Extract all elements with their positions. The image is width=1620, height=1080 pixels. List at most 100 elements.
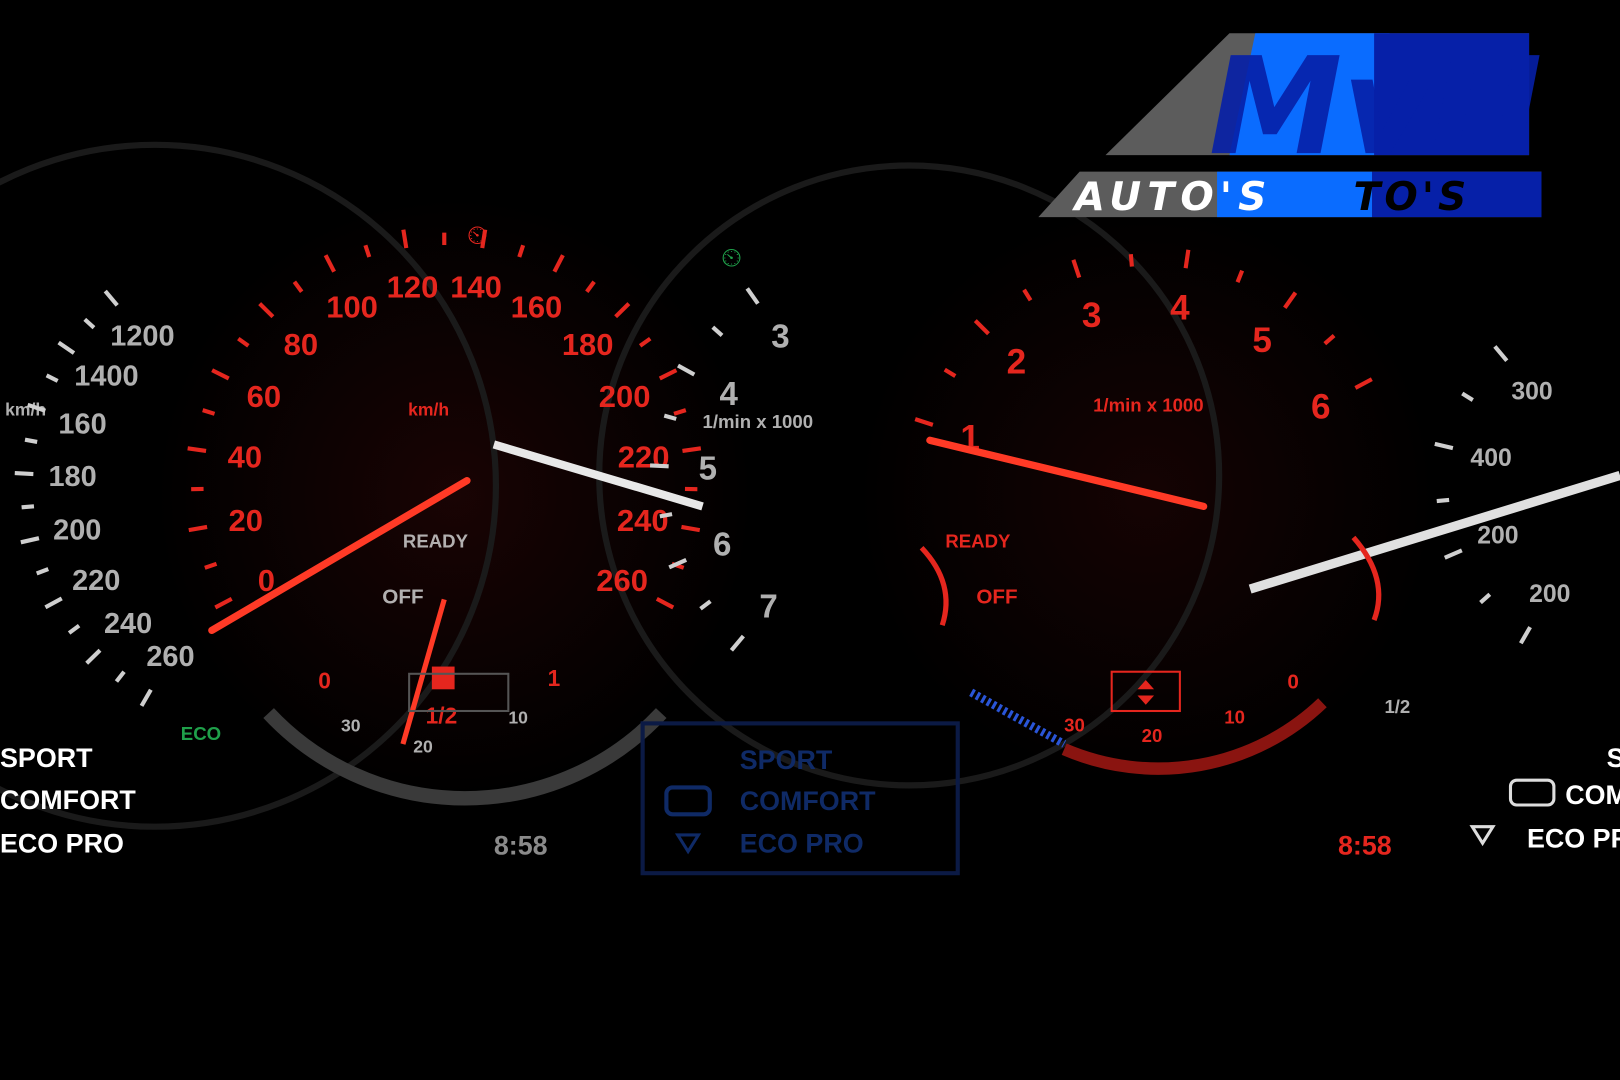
ghost-speedometer-tick — [114, 670, 126, 683]
mode-comfort-right: COMFORT — [1565, 780, 1620, 810]
ghost-right-tick — [1443, 548, 1463, 560]
ghost-speedometer-tick — [83, 317, 96, 330]
ghost-tachometer-label: 7 — [759, 589, 777, 626]
mvh-autos-logo: MvH AUTO'S TO'S — [1038, 28, 1542, 220]
tachometer-tick — [1323, 333, 1336, 346]
blue-range-arc — [969, 688, 1067, 748]
mode-ecopro-right: ECO PRO — [1527, 823, 1620, 853]
mode-sport-right: SPORT — [1607, 743, 1620, 773]
tachometer-tick — [914, 417, 934, 427]
ghost-speedometer-tick — [45, 373, 59, 383]
ready-gauge-arc-right — [1351, 535, 1382, 621]
clock: 8:58 — [1338, 831, 1392, 861]
ghost-tachometer-tick — [663, 413, 677, 421]
ghost-tachometer-tick — [745, 287, 760, 305]
speedometer-tick — [292, 280, 304, 293]
range-30: 30 — [1064, 715, 1085, 736]
mode-comfort-white: COMFORT — [0, 785, 136, 815]
cruise-control-icon: ⏲ — [467, 220, 488, 250]
eco-triangle-icon — [674, 833, 702, 855]
speedometer-needle — [208, 476, 471, 635]
speedometer-label: 100 — [326, 289, 378, 324]
ghost-right-tick — [1479, 592, 1492, 605]
off-label: OFF — [976, 586, 1017, 609]
speedometer-label: 40 — [228, 439, 262, 474]
ghost-speedometer-label: 1400 — [74, 360, 138, 392]
tach-fuel-half: 1/2 — [1384, 696, 1410, 717]
ghost-speedometer-tick — [85, 648, 102, 665]
ghost-right-tick — [1461, 391, 1474, 402]
tachometer-unit: 1/min x 1000 — [1093, 394, 1204, 415]
ghost-speedometer-label: 1200 — [110, 321, 174, 353]
ghost-speedometer-tick — [21, 504, 35, 510]
tachometer-tick — [1128, 254, 1134, 267]
mode-display-frame — [640, 721, 960, 876]
ghost-needle — [492, 440, 704, 511]
ghost-tachometer-tick — [668, 558, 688, 570]
speedometer-label: 80 — [284, 327, 318, 362]
ghost-bezel-left — [0, 141, 499, 830]
speedometer-tick — [187, 446, 207, 454]
ghost-speedometer-label: 240 — [104, 608, 152, 640]
tachometer-tick — [973, 319, 990, 336]
ghost-speedometer-tick — [20, 536, 40, 545]
speedometer-tick — [214, 596, 233, 610]
speedometer-label: 220 — [618, 439, 670, 474]
speedometer-label: 180 — [562, 327, 614, 362]
speed-limiter-icon: ⏲ — [721, 243, 742, 273]
speedometer-tick — [673, 408, 687, 416]
ghost-speedometer-tick — [139, 688, 153, 707]
speedometer-glow — [154, 196, 755, 796]
tachometer-tick — [943, 367, 957, 378]
ghost-speedometer-tick — [44, 596, 63, 610]
ghost-speedometer-tick — [24, 437, 38, 444]
speedometer-label: 140 — [450, 270, 502, 305]
speedometer-tick — [211, 368, 230, 381]
up-down-icon — [1137, 679, 1155, 705]
ghost-tachometer-label: 6 — [713, 527, 731, 564]
speedometer-tick — [614, 302, 631, 319]
ghost-tachometer-tick — [677, 363, 696, 377]
speedometer-label: 0 — [258, 563, 275, 598]
mode-ecopro-blue: ECO PRO — [740, 829, 864, 859]
ghost-speedometer-tick — [14, 471, 34, 477]
mode-ecopro-white: ECO PRO — [0, 829, 124, 859]
ghost-speedometer-label: 260 — [146, 641, 194, 673]
ghost-right-tick — [1493, 345, 1509, 363]
fuel-empty: 0 — [318, 667, 331, 693]
ghost-ready-label: READY — [403, 531, 469, 552]
fuel-needle — [400, 598, 447, 745]
range-10: 10 — [1224, 706, 1245, 727]
ghost-needle-right — [1248, 470, 1620, 594]
tachometer-tick — [1283, 291, 1298, 310]
ghost-right-label: 200 — [1529, 581, 1570, 608]
fuel-pump-icon — [431, 666, 455, 690]
speedometer-tick — [681, 524, 701, 533]
ghost-right-tick — [1436, 497, 1450, 504]
speedometer-tick — [552, 254, 565, 273]
mode-sport-blue: SPORT — [740, 745, 833, 775]
speedometer-tick — [202, 408, 216, 416]
ghost-speedometer-label: 200 — [53, 515, 101, 547]
eco-indicator: ECO — [181, 723, 221, 744]
ready-gauge-arc — [919, 545, 949, 627]
ghost-speedometer-tick — [27, 402, 46, 413]
speedometer-tick — [258, 302, 275, 319]
car-icon — [664, 785, 712, 817]
ghost-tachometer-label: 5 — [699, 451, 717, 488]
ghost-tachometer-label: 3 — [771, 318, 789, 355]
fuel-half: 1/2 — [426, 702, 458, 728]
clock-ghost: 8:58 — [494, 831, 548, 861]
ghost-range-10: 10 — [508, 707, 528, 727]
ghost-tachometer-label: 4 — [720, 376, 739, 413]
speedometer-label: 240 — [617, 503, 669, 538]
ghost-speedometer-tick — [67, 623, 81, 635]
speedometer-tick — [363, 244, 372, 258]
tachometer-label: 2 — [1007, 343, 1027, 382]
tachometer-label: 4 — [1170, 288, 1190, 327]
speedometer-unit: km/h — [408, 400, 449, 420]
ghost-right-tick — [1519, 626, 1532, 645]
ghost-right-label: 200 — [1477, 523, 1518, 550]
range-box — [1110, 670, 1181, 713]
ghost-tachometer-tick — [729, 634, 745, 652]
